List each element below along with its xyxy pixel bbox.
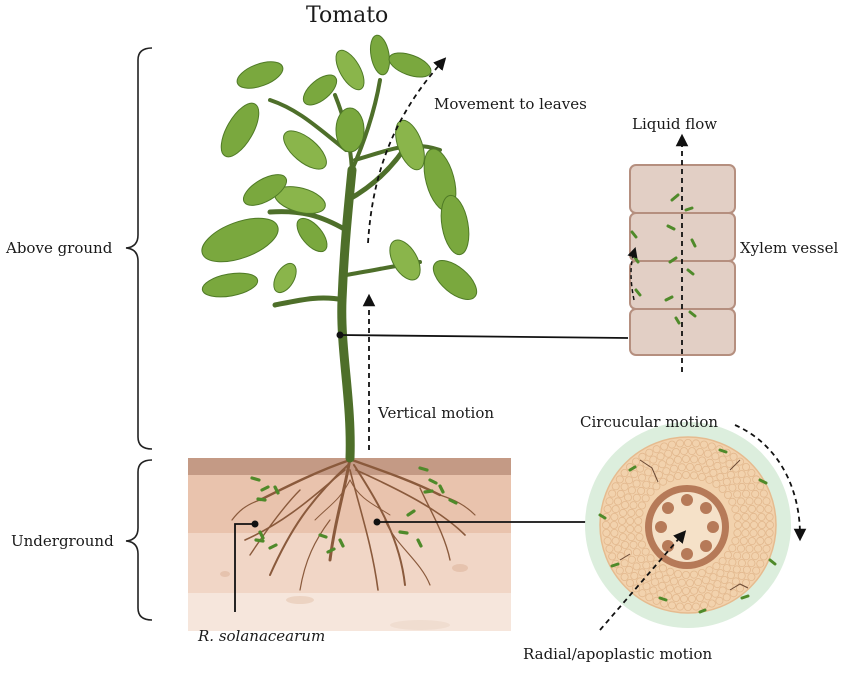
label-vertical-motion: Vertical motion (378, 404, 495, 422)
label-underground: Underground (11, 532, 114, 550)
tomato-stem (267, 78, 442, 463)
pathogen-pointer (234, 520, 259, 612)
label-pathogen: R. solanacearum (198, 627, 326, 645)
brace-underground (125, 459, 153, 621)
circular-motion-arrow (734, 424, 807, 542)
stem-to-xylem-pointer (336, 331, 629, 339)
diagram-title: Tomato (306, 3, 389, 28)
brace-above-ground (125, 47, 153, 450)
label-xylem-vessel: Xylem vessel (740, 239, 839, 257)
soil-block (188, 458, 511, 631)
label-above-ground: Above ground (6, 239, 113, 257)
root-cross-section (585, 422, 791, 628)
radial-motion-arrow (599, 530, 687, 631)
xylem-edge-arrow (627, 246, 638, 301)
label-movement-to-leaves: Movement to leaves (434, 95, 587, 113)
label-circular-motion: Circucular motion (580, 413, 719, 431)
movement-to-leaves-arrow (367, 57, 447, 244)
soil-bacteria (250, 466, 458, 554)
label-liquid-flow: Liquid flow (632, 115, 718, 133)
tomato-leaves (201, 34, 478, 300)
label-radial-motion: Radial/apoplastic motion (523, 645, 713, 663)
root-system (231, 456, 476, 591)
